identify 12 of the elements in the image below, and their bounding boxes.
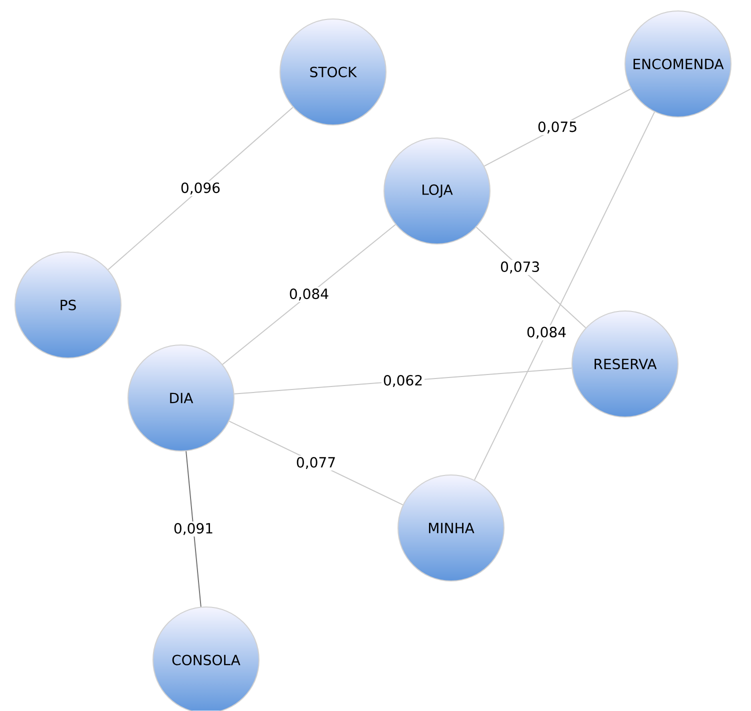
edge-label: 0,073 [498, 260, 542, 275]
connector-line [186, 450, 202, 608]
edge-label: 0,077 [294, 456, 338, 471]
edge-label: 0,091 [172, 522, 216, 537]
connector-line [474, 112, 655, 480]
connector-line [222, 224, 396, 365]
edge-label: 0,084 [287, 287, 331, 302]
edge-label: 0,084 [524, 325, 568, 340]
edge-label: 0,096 [178, 181, 222, 196]
connector-line [108, 106, 294, 270]
edge-label: 0,075 [536, 120, 580, 135]
edge-label: 0,062 [381, 374, 425, 388]
